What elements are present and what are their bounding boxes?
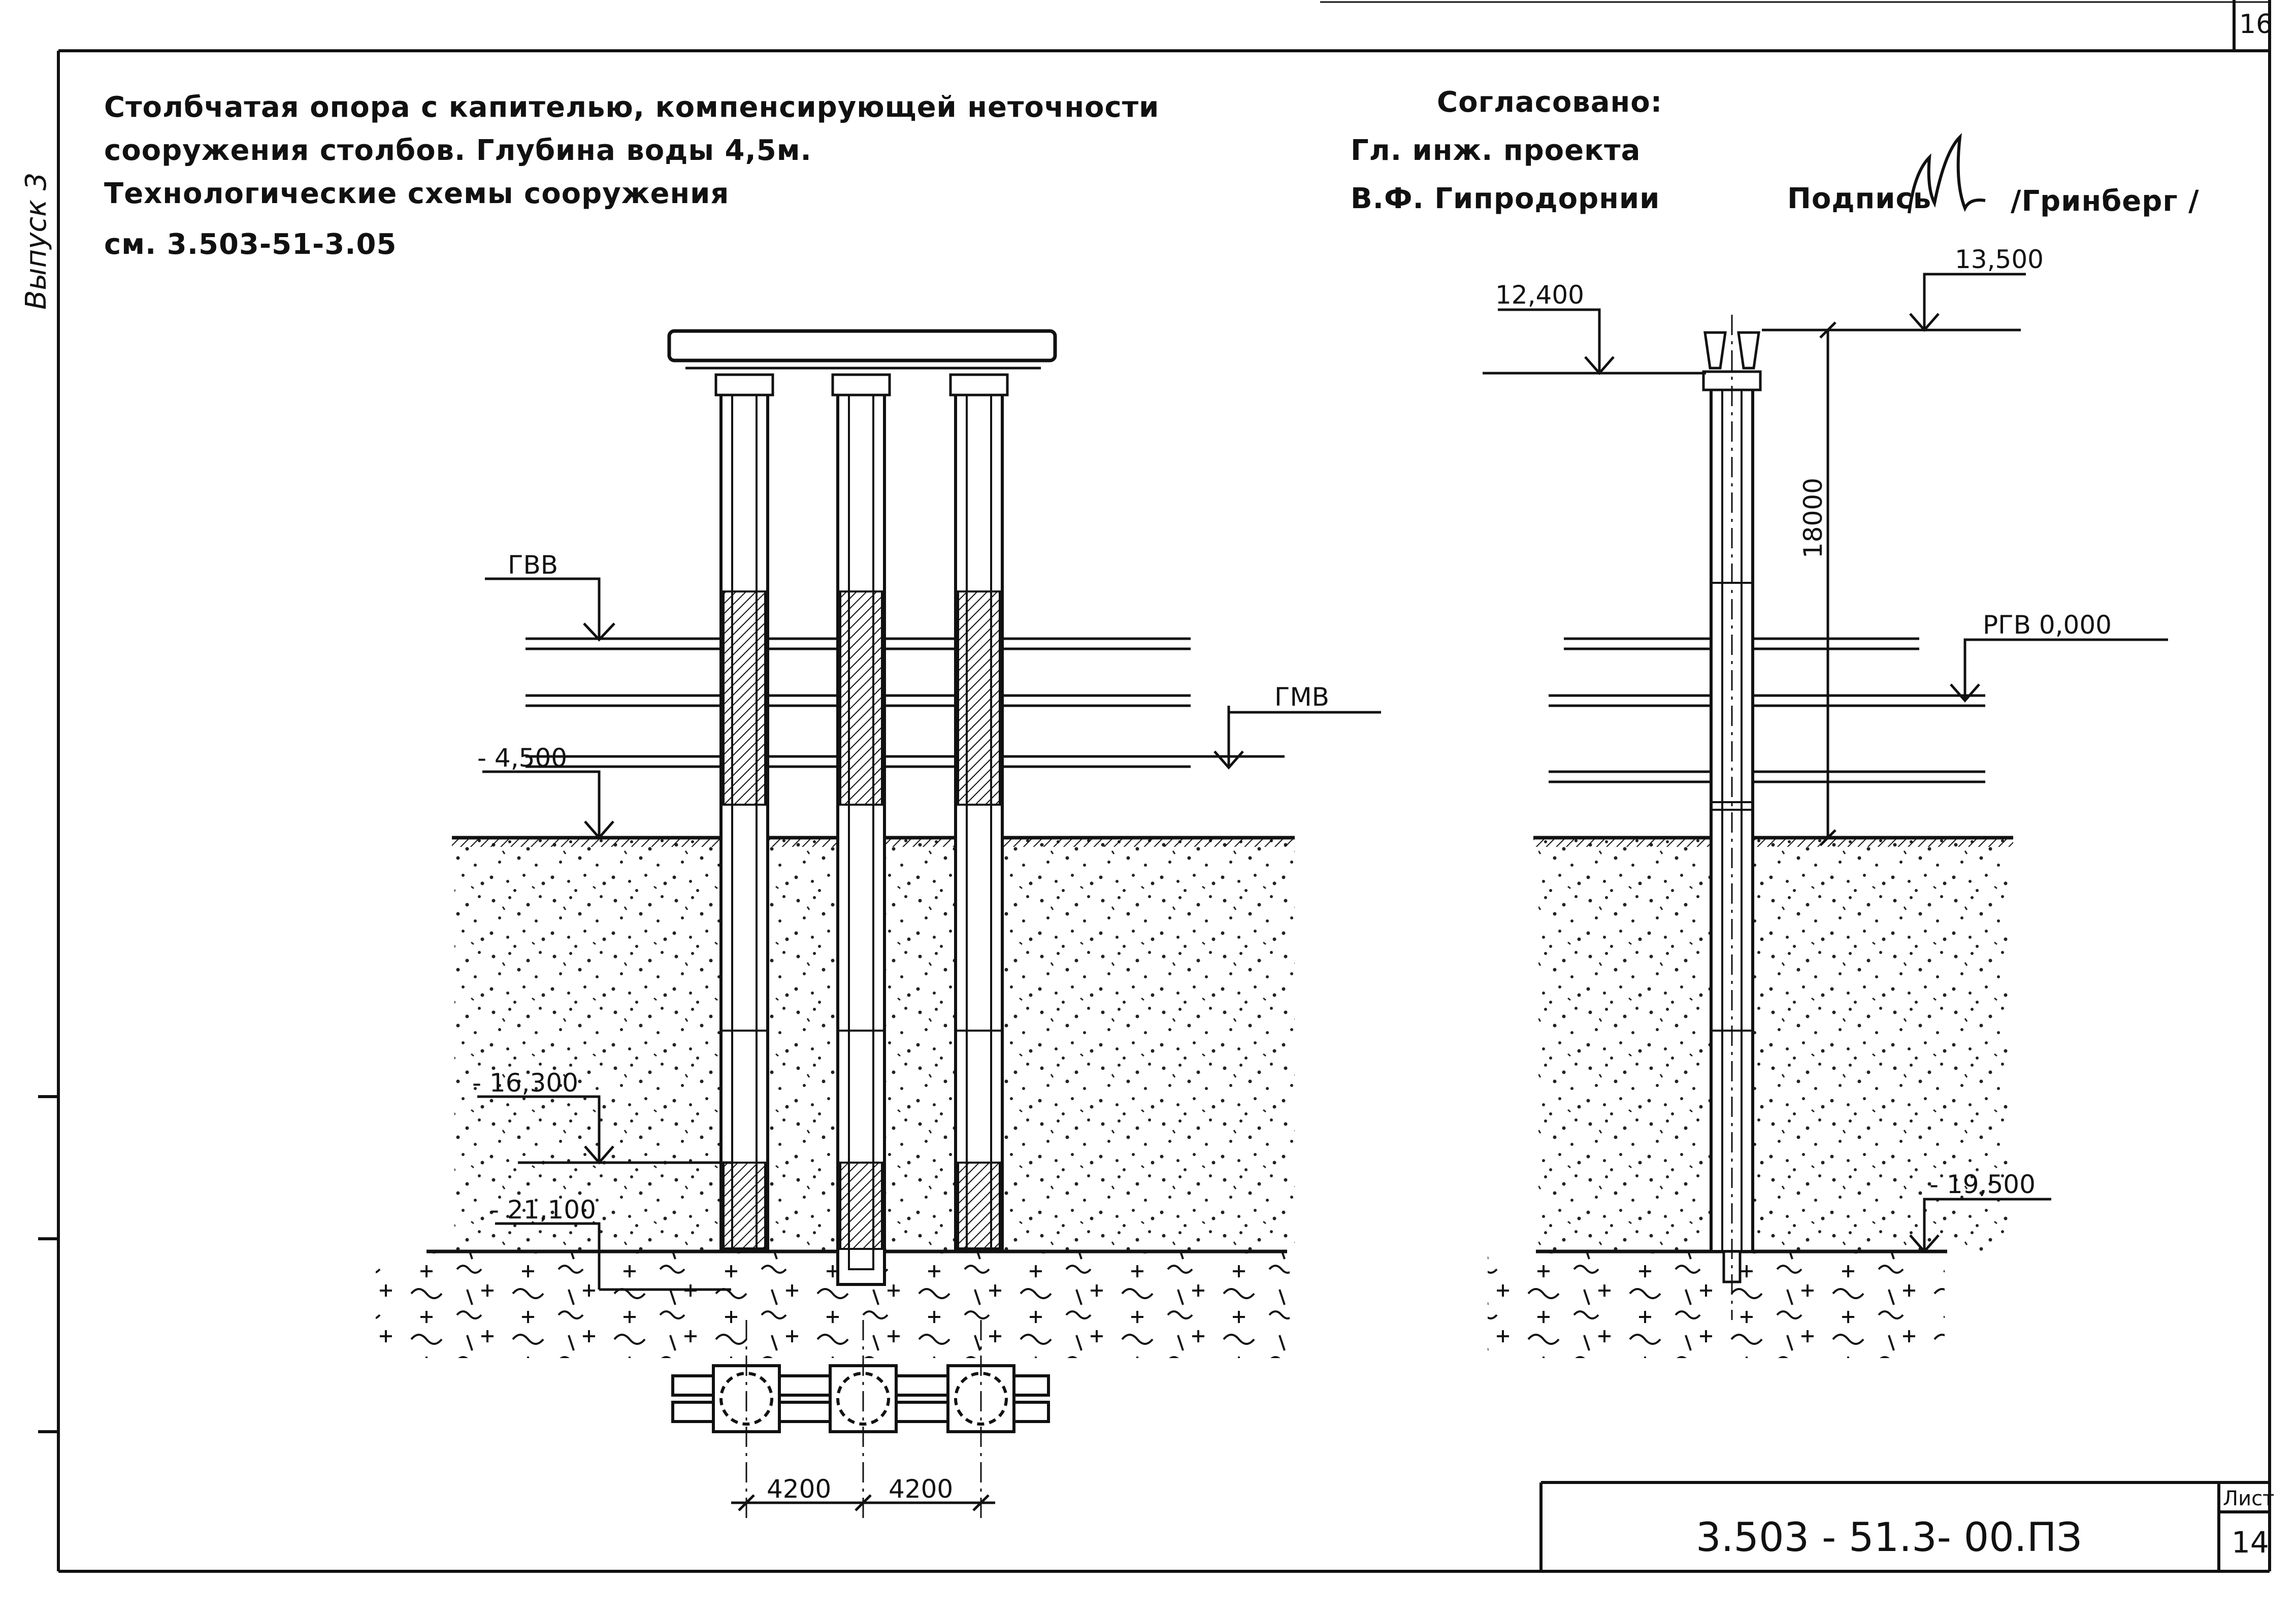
margin-vertical-label: Выпуск 3 — [20, 173, 53, 310]
sheet-number: 14 — [2232, 1525, 2269, 1560]
signature-label: Подпись — [1787, 182, 1931, 215]
column-length: 18000 — [1798, 478, 1828, 558]
drawing-code: 3.503 - 51.3- 00.ПЗ — [1696, 1515, 2082, 1561]
right-view: 12,400 13,500 18000 РГВ 0,000 - 19,500 — [1483, 245, 2168, 1358]
page-number-top: 16 — [2239, 9, 2273, 40]
water-lines — [526, 637, 1285, 768]
capital-beam — [667, 329, 1057, 362]
title-line-2: сооружения столбов. Глубина воды 4,5м. — [104, 134, 812, 167]
pile-3 — [949, 373, 1009, 1250]
sheet-label: Лист — [2223, 1487, 2274, 1510]
label-low-water: ГМВ — [1274, 682, 1329, 712]
approval-position-2: В.Ф. Гипродорнии — [1351, 182, 1660, 215]
drawing-title: Столбчатая опора с капителью, компенсиру… — [104, 91, 1159, 261]
approval-position-1: Гл. инж. проекта — [1351, 134, 1641, 167]
elevation-sleeve-top: - 16,300 — [472, 1068, 578, 1098]
sheet-frame — [38, 0, 2271, 1573]
right-rock-layer — [1488, 1251, 1945, 1358]
pile-1 — [714, 373, 774, 1250]
elevation-pile-tip: - 21,100 — [490, 1195, 596, 1225]
spacing-1: 4200 — [767, 1474, 831, 1504]
title-block — [1539, 1481, 2270, 1571]
left-view: ГВВ ГМВ - 4,500 - 16,300 - 21,100 4200 4… — [376, 329, 1381, 1523]
elevation-top: 13,500 — [1955, 245, 2044, 274]
approval-block: Согласовано: Гл. инж. проекта В.Ф. Гипро… — [1351, 86, 2200, 218]
right-water-lines — [1549, 637, 1985, 783]
right-leaders — [1483, 273, 2168, 1253]
signer-name: /Гринберг / — [2011, 185, 2200, 218]
right-column — [1702, 315, 1762, 1320]
right-soil-layer — [1538, 838, 2008, 1251]
elevation-bottom: - 19,500 — [1929, 1170, 2036, 1199]
handwritten-signature — [1908, 133, 1986, 214]
label-high-water: ГВВ — [508, 550, 558, 580]
left-leaders — [477, 577, 1381, 1291]
approval-heading: Согласовано: — [1437, 86, 1662, 119]
title-line-1: Столбчатая опора с капителью, компенсиру… — [104, 91, 1159, 124]
rock-layer — [376, 1251, 1290, 1358]
elevation-capital: 12,400 — [1495, 280, 1584, 310]
plan-view — [671, 1320, 1050, 1523]
pile-2 — [831, 373, 891, 1286]
elevation-design-level: РГВ 0,000 — [1983, 610, 2112, 640]
elevation-water-depth: - 4,500 — [477, 743, 567, 773]
title-line-3: Технологические схемы сооружения — [104, 177, 729, 210]
spacing-2: 4200 — [889, 1474, 953, 1504]
title-line-4: см. 3.503-51-3.05 — [104, 228, 397, 261]
